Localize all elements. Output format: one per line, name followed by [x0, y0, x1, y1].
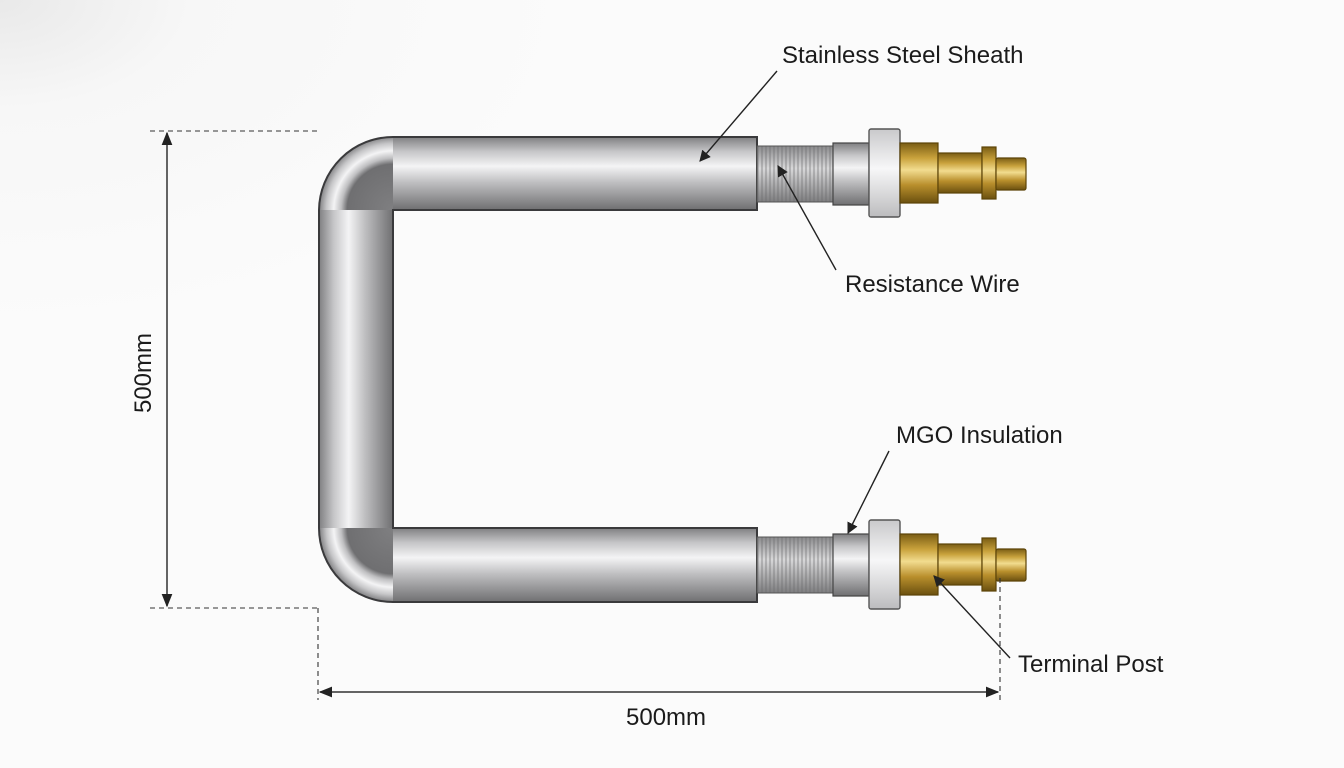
- terminal-post-nut-bottom: [981, 537, 997, 592]
- collar-top: [868, 128, 901, 218]
- sheath-top-straight: [393, 137, 757, 210]
- sheath-bottom-straight: [393, 528, 757, 602]
- sheath-bend-top: [319, 137, 393, 210]
- terminal-post-nut-top: [981, 146, 997, 200]
- leader-lines: [699, 70, 1011, 659]
- sheath-bend-bottom: [319, 528, 393, 602]
- mgo-insulation-top: [832, 142, 870, 206]
- mgo-insulation-bottom: [832, 533, 870, 597]
- label-resistance-wire: Resistance Wire: [845, 271, 1020, 298]
- terminal-post-tip-top: [995, 157, 1027, 191]
- label-mgo-insulation: MGO Insulation: [896, 422, 1063, 449]
- dimension-label-width: 500mm: [626, 704, 707, 731]
- sheath-outline: [318, 136, 758, 603]
- leader-mgo-insulation: [847, 450, 890, 535]
- leader-resistance-wire: [777, 165, 837, 271]
- leader-sheath: [699, 70, 778, 162]
- terminal-post-tip-bottom: [995, 548, 1027, 582]
- bottom-terminal-assembly: [756, 519, 1027, 610]
- stainless-steel-sheath: [318, 136, 758, 603]
- collar-bottom: [868, 519, 901, 610]
- terminal-post-shaft-top: [937, 152, 983, 194]
- terminal-post-body-bottom: [899, 533, 939, 596]
- terminal-post-shaft-bottom: [937, 543, 983, 586]
- leader-terminal-post: [933, 575, 1011, 659]
- terminal-post-body-top: [899, 142, 939, 204]
- label-terminal-post: Terminal Post: [1018, 651, 1164, 678]
- label-stainless-steel-sheath: Stainless Steel Sheath: [782, 42, 1024, 69]
- dimension-label-height: 500mm: [130, 332, 157, 414]
- dimension-lines: [150, 130, 1001, 700]
- top-terminal-assembly: [756, 128, 1027, 218]
- sheath-vertical: [319, 210, 393, 528]
